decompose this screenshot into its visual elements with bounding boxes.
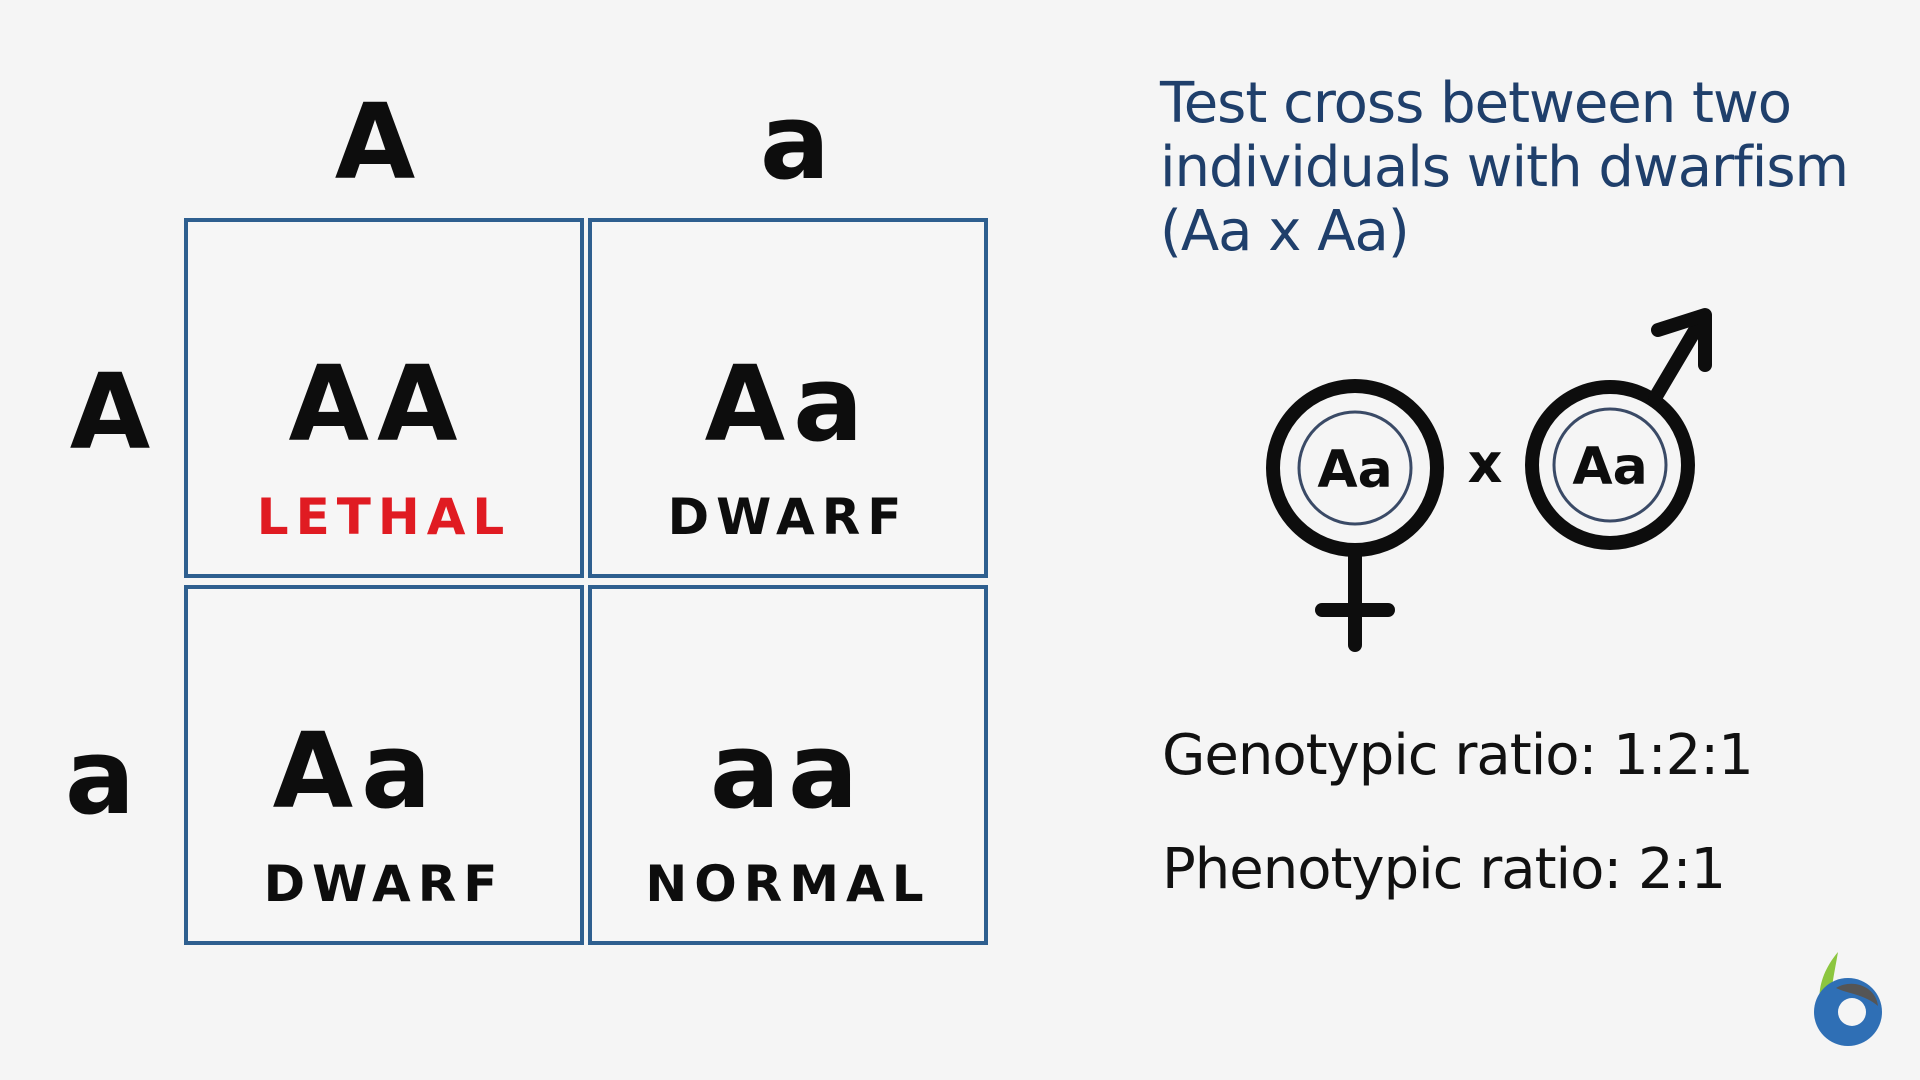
cross-title-line: Test cross between two	[1160, 71, 1792, 136]
cell-genotype: Aa	[272, 710, 440, 832]
punnett-cell-aa: aa NORMAL	[588, 585, 988, 945]
female-symbol-icon: Aa	[1266, 379, 1444, 652]
cross-title-line: (Aa x Aa)	[1160, 199, 1410, 264]
column-allele-a: a	[759, 81, 831, 203]
female-genotype: Aa	[1317, 440, 1392, 500]
parent-symbols: Aa x Aa	[1266, 308, 1712, 652]
cell-phenotype-dwarf: DWARF	[667, 488, 909, 546]
cell-phenotype-lethal: LETHAL	[256, 488, 512, 546]
cross-title: Test cross between two individuals with …	[1160, 72, 1900, 264]
punnett-cell-Aa-top: Aa DWARF	[588, 218, 988, 578]
row-allele-A: A	[69, 351, 151, 473]
male-genotype: Aa	[1572, 437, 1647, 497]
cell-phenotype-normal: NORMAL	[645, 855, 931, 913]
cell-genotype: Aa	[704, 343, 872, 465]
cross-title-line: individuals with dwarfism	[1160, 135, 1849, 200]
biology-dictionary-logo-icon	[1814, 952, 1882, 1046]
male-symbol-icon: Aa	[1525, 308, 1712, 550]
genotypic-ratio: Genotypic ratio: 1:2:1	[1162, 723, 1754, 788]
phenotypic-ratio: Phenotypic ratio: 2:1	[1162, 837, 1726, 902]
cross-symbol: x	[1468, 432, 1503, 495]
punnett-cell-Aa-bottom: Aa DWARF	[184, 585, 584, 945]
cell-phenotype-dwarf: DWARF	[263, 855, 505, 913]
row-allele-a: a	[64, 716, 136, 838]
column-allele-A: A	[334, 81, 416, 203]
punnett-cell-AA: AA LETHAL	[184, 218, 584, 578]
cell-genotype: aa	[709, 710, 867, 832]
cell-genotype: AA	[288, 343, 466, 465]
